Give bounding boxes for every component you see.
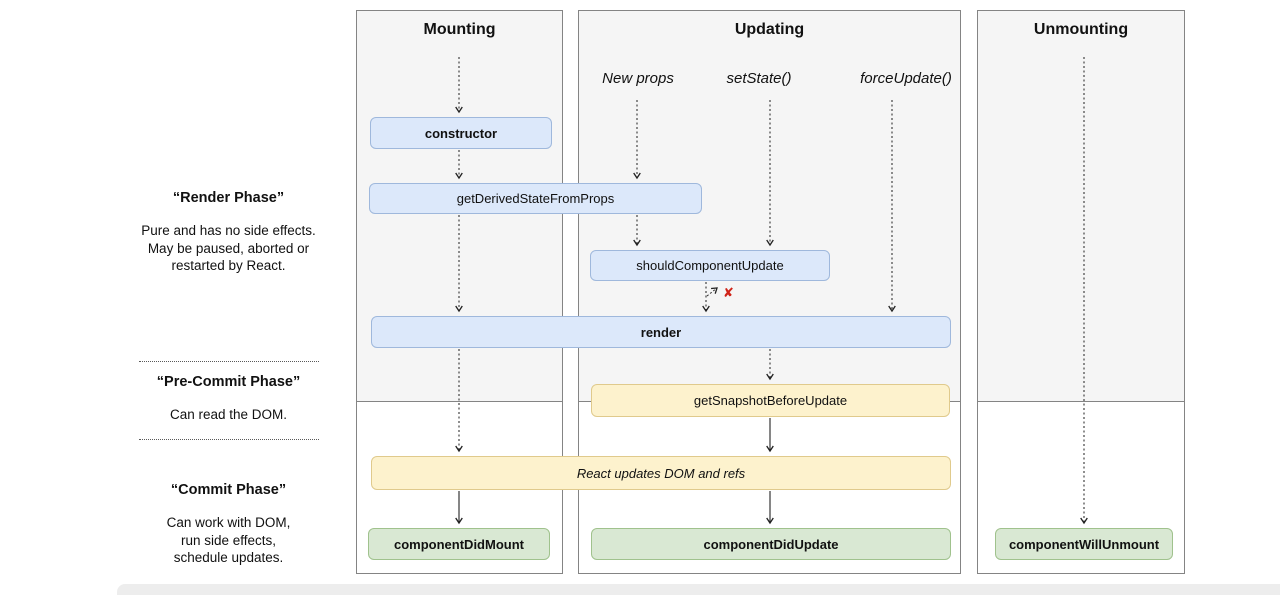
- node-react-updates-dom: React updates DOM and refs: [371, 456, 951, 490]
- phase-render-title: “Render Phase”: [172, 190, 285, 206]
- node-get-snapshot-before-update: getSnapshotBeforeUpdate: [591, 384, 950, 417]
- dotted-divider-bottom: [139, 439, 319, 440]
- render-phase-region-unmounting: [978, 11, 1184, 402]
- node-should-component-update: shouldComponentUpdate: [590, 250, 830, 281]
- phase-commit-line: Can work with DOM,: [166, 515, 291, 530]
- trigger-set-state: setState(): [726, 70, 792, 87]
- page-bottom-edge: [117, 584, 1280, 595]
- phase-pre-commit-line: Can read the DOM.: [169, 407, 288, 422]
- column-title-updating: Updating: [734, 21, 805, 38]
- column-title-mounting: Mounting: [423, 21, 496, 38]
- phase-pre-commit: “Pre-Commit Phase” Can read the DOM.: [110, 374, 347, 424]
- phase-render-line: restarted by React.: [171, 258, 286, 273]
- node-render: render: [371, 316, 951, 348]
- phase-commit-title: “Commit Phase”: [170, 482, 287, 498]
- phase-render-line: Pure and has no side effects.: [141, 223, 316, 238]
- phase-pre-commit-title: “Pre-Commit Phase”: [156, 374, 301, 390]
- phase-render-line: May be paused, aborted or: [147, 240, 310, 256]
- phase-commit-line: run side effects,: [180, 532, 277, 548]
- dotted-divider-top: [139, 361, 319, 362]
- node-constructor: constructor: [370, 117, 552, 149]
- trigger-force-update: forceUpdate(): [860, 70, 952, 87]
- node-component-will-unmount: componentWillUnmount: [995, 528, 1173, 560]
- phase-commit-line: schedule updates.: [173, 550, 284, 565]
- column-unmounting: Unmounting: [977, 10, 1185, 574]
- column-title-unmounting: Unmounting: [1033, 21, 1129, 38]
- node-get-derived-state-from-props: getDerivedStateFromProps: [369, 183, 702, 214]
- node-component-did-update: componentDidUpdate: [591, 528, 951, 560]
- skip-update-x-mark: ✘: [723, 285, 734, 300]
- node-component-did-mount: componentDidMount: [368, 528, 550, 560]
- phase-render: “Render Phase” Pure and has no side effe…: [110, 190, 347, 275]
- phase-commit: “Commit Phase” Can work with DOM, run si…: [110, 482, 347, 567]
- trigger-new-props: New props: [602, 70, 674, 87]
